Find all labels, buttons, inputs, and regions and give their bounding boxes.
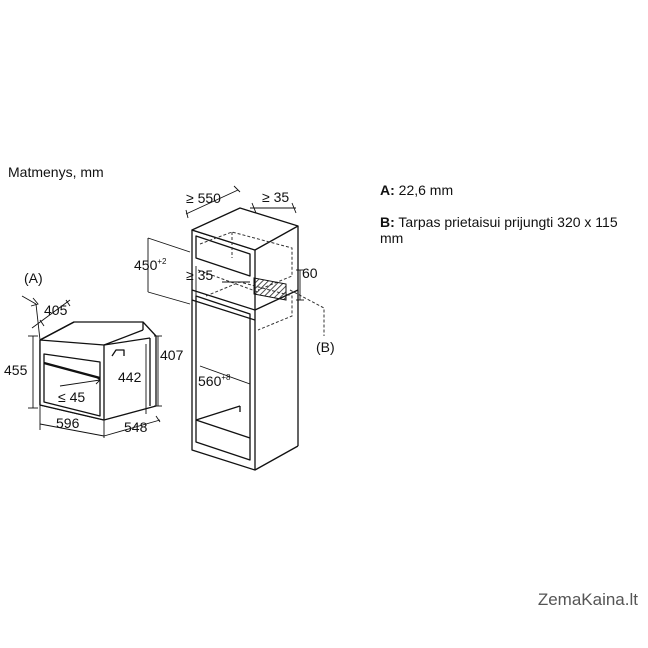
dim-45: ≤ 45: [58, 389, 85, 405]
legend-item-a: A: 22,6 mm: [380, 182, 620, 198]
diagram-title: Matmenys, mm: [8, 164, 104, 180]
dim-455: 455: [4, 362, 28, 378]
oven-dimensions: [21, 295, 162, 438]
dim-60: 60: [302, 265, 318, 281]
dim-405: 405: [44, 302, 68, 318]
cabinet-drawing: [191, 207, 299, 471]
dim-35-mid: ≥ 35: [186, 267, 213, 283]
legend-text-a: 22,6 mm: [398, 182, 454, 198]
dim-442: 442: [118, 369, 142, 385]
oven-drawing: [39, 321, 157, 421]
dim-560-tolerance: +8: [221, 373, 231, 382]
dim-450-tolerance: +2: [157, 257, 167, 266]
label-b: (B): [316, 339, 335, 355]
dim-407: 407: [160, 347, 184, 363]
dim-596: 596: [56, 415, 80, 431]
connection-gap-hatch: [253, 277, 287, 301]
dim-35-top: ≥ 35: [262, 189, 289, 205]
legend-key-a: A:: [380, 182, 395, 198]
legend-key-b: B:: [380, 214, 395, 230]
label-a-oven: (A): [24, 270, 43, 286]
watermark: ZemaKaina.lt: [537, 590, 638, 609]
cabinet-dashed-lines: [197, 231, 325, 336]
dim-560: 560+8: [198, 373, 231, 389]
dim-548: 548: [124, 419, 148, 435]
legend-item-b: B: Tarpas prietaisui prijungti 320 x 115…: [380, 214, 620, 246]
dim-560-value: 560: [198, 373, 222, 389]
dim-450: 450+2: [134, 257, 167, 273]
cabinet-dimensions: [147, 185, 304, 385]
legend-text-b: Tarpas prietaisui prijungti 320 x 115 mm: [380, 214, 618, 246]
dim-550: ≥ 550: [186, 190, 221, 206]
dim-450-value: 450: [134, 257, 158, 273]
